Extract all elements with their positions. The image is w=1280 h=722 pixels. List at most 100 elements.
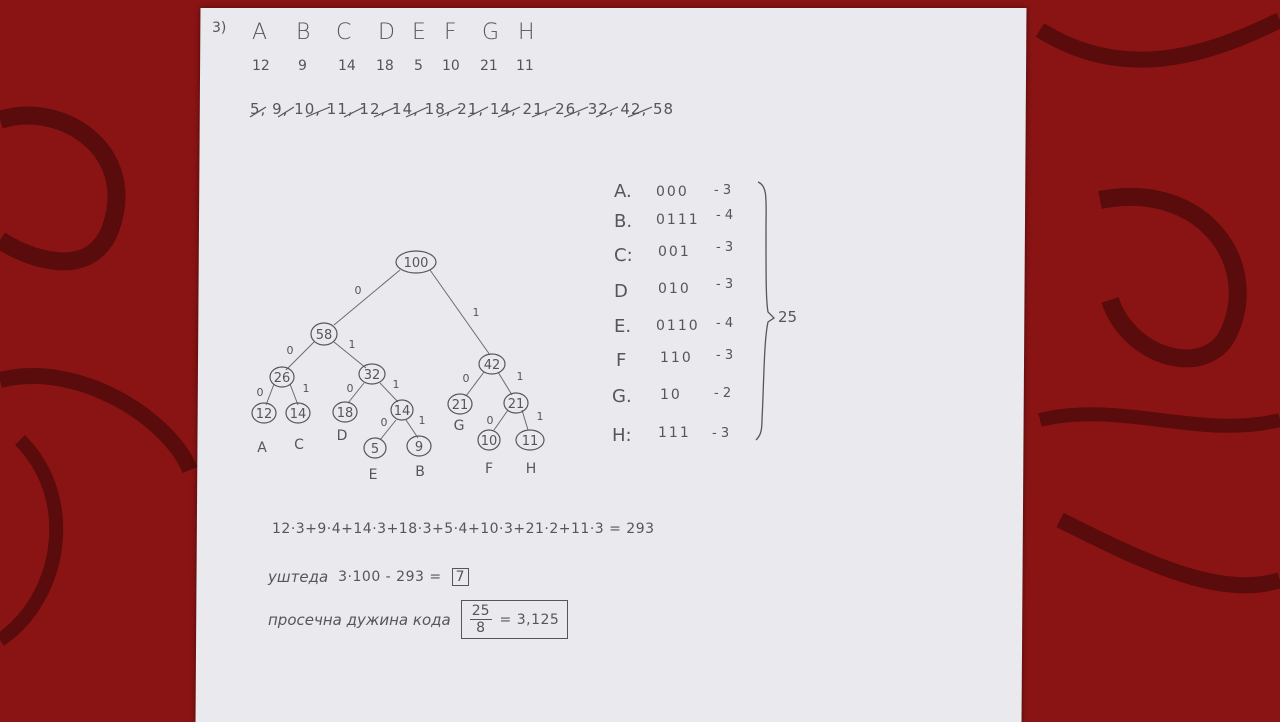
symbol-letter: G [482,20,500,45]
savings-line: уштеда 3·100 - 293 = 7 [268,568,469,586]
symbol-frequency: 12 [252,58,270,74]
merge-sequence: 5, 9, 10, 11, 12, 14, 18, 21, 14, 21, 26… [250,100,674,118]
edge-label-0: 0 [347,382,354,395]
code-length: - 2 [714,386,732,401]
symbol-letter: H [518,20,535,45]
symbol-frequency: 9 [298,58,307,74]
tree-node: 21 [452,398,469,413]
merge-sequence-text: 5, 9, 10, 11, 12, 14, 18, 21, 14, 21, 26… [250,100,675,118]
fraction-numerator: 25 [469,603,492,620]
average-length-line: просечна дужина кода 25 8 = 3,125 [268,600,569,639]
tree-node: 11 [522,434,539,449]
edge-label-0: 0 [463,372,470,385]
tree-node-outline [358,363,386,385]
weighted-sum-formula: 12·3+9·4+14·3+18·3+5·4+10·3+21·2+11·3 = … [272,521,655,537]
edge-label-0: 0 [487,414,494,427]
edge-label-1: 1 [517,370,524,383]
symbol-letter: E [412,20,426,45]
symbol-frequency: 5 [414,58,423,74]
tree-node-outline [363,437,387,459]
tree-node: 12 [256,407,273,422]
leaf-label: C [294,437,304,453]
edge-label-0: 0 [381,416,388,429]
tree-node: 21 [508,397,525,412]
tree-edge [379,419,397,441]
tree-node: 10 [481,434,498,449]
tree-edge [265,383,275,406]
savings-expression: 3·100 - 293 = [338,569,442,585]
tree-node: 26 [274,371,291,386]
tree-node: 42 [484,358,501,373]
leaf-label: D [337,428,348,444]
tree-edge [333,341,367,369]
tree-edge [405,419,419,439]
leaf-label: G [454,418,465,434]
edge-label-1: 1 [419,414,426,427]
code-value: 0111 [656,212,700,228]
savings-result: 7 [451,568,469,586]
symbol-frequency: 10 [442,58,460,74]
leaf-label: F [485,461,493,477]
edge-label-1: 1 [303,382,310,395]
average-result-box: 25 8 = 3,125 [460,600,569,639]
code-letter: F [616,350,627,371]
edge-label-0: 0 [257,386,264,399]
tree-edge [429,269,491,356]
symbol-frequency: 11 [516,58,534,74]
code-value: 111 [658,425,691,441]
code-value: 010 [658,281,691,297]
code-value: 10 [660,387,682,403]
code-length: - 4 [716,316,734,331]
tree-edge [347,382,365,404]
leaf-label: B [415,464,425,480]
tree-node-outline [406,435,432,457]
tree-edge [521,409,529,431]
tree-node-outline [503,392,529,414]
tree-node-outline [515,429,545,451]
tree-node-outline [390,399,414,421]
code-value: 0110 [656,318,700,334]
edge-label-1: 1 [473,306,480,319]
tree-node-outline [310,322,338,346]
tree-node-outline [395,250,437,274]
tree-node-outline [477,429,501,451]
code-length: - 3 [714,183,732,198]
symbol-letter: C [336,20,352,45]
symbol-letter: A [252,20,268,45]
tree-node: 100 [404,256,429,271]
symbol-letter: B [296,20,311,45]
code-length-sum: 25 [778,308,798,326]
tree-edge [285,341,315,371]
tree-node-outline [269,366,295,388]
tree-node: 5 [371,442,379,457]
leaf-label: H [526,461,537,477]
savings-label: уштеда [268,568,329,586]
tree-node-outline [332,401,358,423]
code-length: - 4 [716,208,734,223]
average-label: просечна дужина кода [268,610,451,629]
tree-edge [497,371,513,396]
edge-label-0: 0 [287,344,294,357]
tree-node: 18 [337,406,354,421]
code-letter: C: [614,245,633,266]
problem-number: 3) [212,20,227,36]
code-letter: B. [614,211,633,232]
code-value: 000 [656,184,689,200]
symbol-letter: F [444,20,457,45]
tree-node-outline [447,393,473,415]
code-length: - 3 [716,348,734,363]
code-letter: D [614,281,628,302]
tree-edge [289,383,299,406]
edge-label-1: 1 [537,410,544,423]
tree-node-outline [251,402,277,424]
code-letter: A. [614,181,632,202]
code-letter: H: [612,425,632,446]
symbol-frequency: 14 [338,58,356,74]
average-fraction: 25 8 [469,603,492,636]
edge-label-1: 1 [393,378,400,391]
symbol-frequency: 18 [376,58,394,74]
edge-label-1: 1 [349,338,356,351]
